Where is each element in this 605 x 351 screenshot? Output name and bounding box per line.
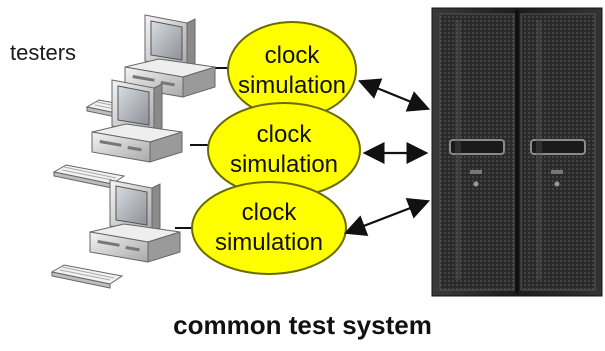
server-rack-icon	[431, 7, 603, 297]
arrow-sim1-to-server	[357, 78, 431, 112]
simulation-label-line1: clock	[257, 121, 313, 148]
simulation-label-line2: simulation	[215, 229, 323, 256]
system-caption: common test system	[173, 310, 432, 340]
simulation-label-line1: clock	[242, 199, 298, 226]
simulation-label-line1: clock	[265, 42, 321, 69]
clock-simulation-1: clock simulation	[227, 21, 357, 119]
simulation-label-line2: simulation	[238, 72, 346, 99]
simulation-label-line2: simulation	[230, 151, 338, 178]
testers-label: testers	[10, 40, 77, 65]
tester-computer-2	[53, 79, 183, 189]
clock-simulation-2: clock simulation	[207, 102, 361, 198]
tester-computer-3	[51, 179, 181, 289]
arrow-sim3-to-server	[343, 198, 431, 236]
clock-simulation-3: clock simulation	[191, 181, 347, 275]
